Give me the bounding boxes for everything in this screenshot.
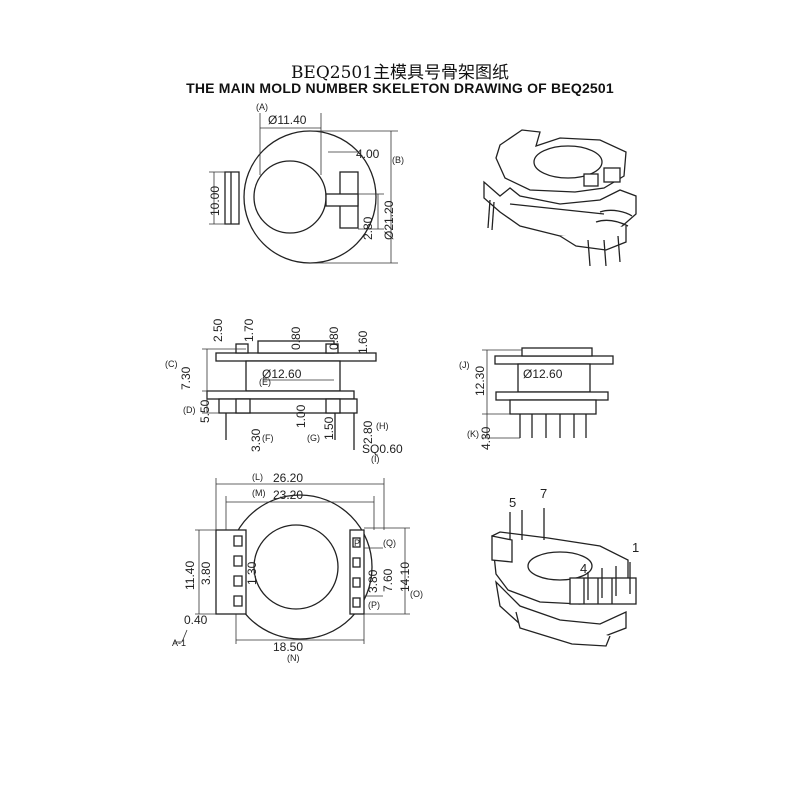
label-g: (G) (307, 433, 320, 443)
dim-4-30: 4.30 (479, 426, 493, 450)
dim-10-00: 10.00 (208, 186, 222, 216)
label-o: (O) (410, 589, 423, 599)
dim-21-20: Ø21.20 (382, 200, 396, 240)
bottom-view: (L) 26.20 (M) 23.20 11.40 3.80 1.30 (Q) … (172, 471, 423, 663)
dim-11-40: Ø11.40 (268, 113, 307, 127)
dim-sq-0-60: SQ0.60 (362, 442, 403, 456)
right-pin-block (349, 529, 365, 615)
label-k: (K) (467, 429, 479, 439)
dim-1-70: 1.70 (242, 318, 256, 342)
core-hole (253, 160, 327, 234)
dim-12-60-side: Ø12.60 (523, 367, 563, 381)
dim-2-80-front: 2.80 (361, 420, 375, 444)
dim-4-00: 4.00 (356, 147, 380, 161)
iso-view-top (483, 129, 637, 267)
top-view: (A) Ø11.40 4.00 (B) 10.00 2.80 Ø21.20 (208, 102, 404, 264)
pin-label-7: 7 (540, 486, 547, 501)
front-view: (C) 7.30 (D) 5.50 2.50 1.70 0.80 0.80 1.… (165, 318, 403, 464)
dim-3-30: 3.30 (249, 428, 263, 452)
left-pin-block (215, 529, 247, 615)
label-c: (C) (165, 359, 178, 369)
dim-26-20: 26.20 (273, 471, 303, 485)
dim-12-30: 12.30 (473, 366, 487, 396)
upper-flange (215, 352, 377, 362)
label-n: (N) (287, 653, 300, 663)
dim-1-50: 1.50 (322, 416, 336, 440)
left-tab (224, 171, 240, 225)
lower-flange (206, 390, 355, 400)
dim-12-60-front: Ø12.60 (262, 367, 302, 381)
dim-18-50: 18.50 (273, 640, 303, 654)
winding-core (245, 360, 341, 392)
label-h: (H) (376, 421, 389, 431)
dim-1-00: 1.00 (294, 404, 308, 428)
dim-7-60: 7.60 (381, 568, 395, 592)
label-m: (M) (252, 488, 266, 498)
dim-11-40-bottom: 11.40 (183, 561, 197, 590)
label-j: (J) (459, 360, 470, 370)
right-slot (325, 193, 359, 207)
dim-7-30: 7.30 (179, 366, 193, 390)
dim-23-20: 23.20 (273, 488, 303, 502)
label-a: (A) (256, 102, 268, 112)
iso-view-bottom: 5 7 1 4 (491, 486, 639, 647)
label-i: (I) (371, 454, 380, 464)
label-b: (B) (392, 155, 404, 165)
dim-3-80a: 3.80 (199, 561, 213, 585)
label-a1: A-1 (172, 638, 186, 648)
label-f: (F) (262, 433, 274, 443)
label-e: (E) (259, 377, 271, 387)
side-view: (J) 12.30 Ø12.60 (K) 4.30 (459, 347, 614, 450)
dim-5-50: 5.50 (198, 399, 212, 423)
dim-0-80a: 0.80 (289, 326, 303, 350)
label-p: (P) (368, 600, 380, 610)
dim-2-50: 2.50 (211, 318, 225, 342)
dim-3-80b: 3.80 (366, 569, 380, 593)
drawing-title-en: THE MAIN MOLD NUMBER SKELETON DRAWING OF… (186, 80, 614, 96)
label-l: (L) (252, 472, 263, 482)
drawing-title-cn: BEQ2501主模具号骨架图纸 (290, 63, 510, 83)
pin-label-5: 5 (509, 495, 516, 510)
label-q: (Q) (383, 538, 396, 548)
pin-label-4: 4 (580, 561, 587, 576)
pin-label-1: 1 (632, 540, 639, 555)
dim-14-10: 14.10 (398, 562, 412, 592)
label-p-small: P (354, 538, 360, 548)
dim-0-80b: 0.80 (327, 326, 341, 350)
label-d: (D) (183, 405, 196, 415)
dim-2-80: 2.80 (361, 216, 375, 240)
dim-1-60: 1.60 (356, 330, 370, 354)
dim-0-40: 0.40 (184, 613, 208, 627)
dim-1-30: 1.30 (245, 561, 259, 585)
